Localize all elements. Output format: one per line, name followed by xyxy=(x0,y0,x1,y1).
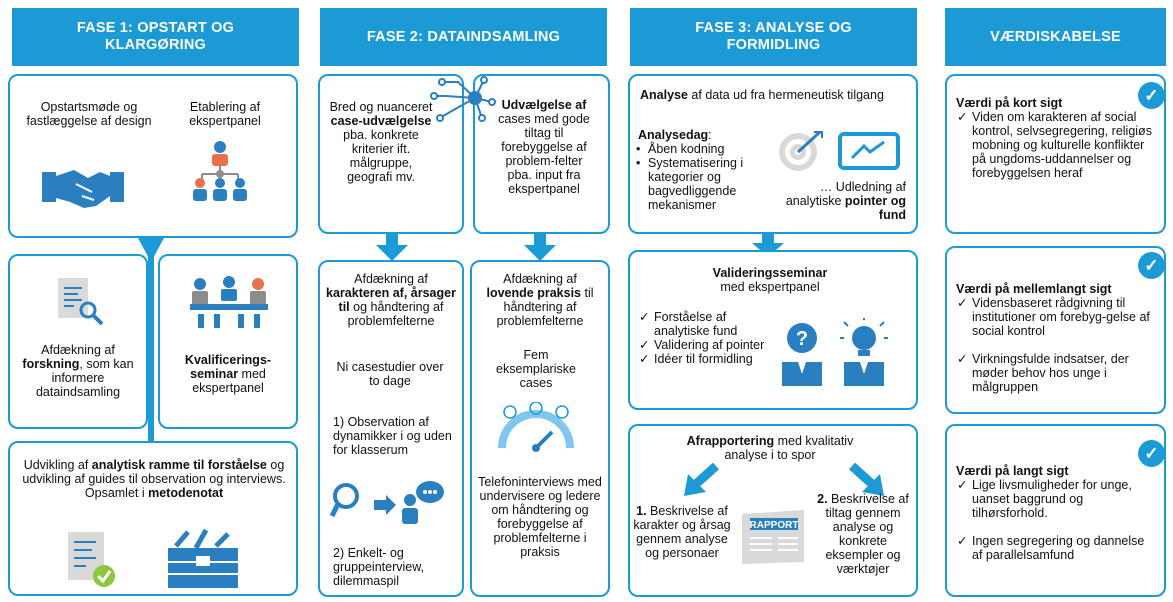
casestudier-text: Ni casestudier over to dage xyxy=(336,360,444,388)
lang-title: Værdi på langt sigt xyxy=(956,464,1069,478)
valid-list: Forståelse af analytiske fund Validering… xyxy=(638,310,778,366)
report-label: RAPPORT xyxy=(750,520,799,531)
handshake-icon xyxy=(42,170,124,208)
arrow-down-icon xyxy=(138,238,164,262)
header-fase2: FASE 2: DATAINDSAMLING xyxy=(320,8,607,66)
fase2-karakter-box xyxy=(318,260,464,597)
toolbox-icon xyxy=(168,528,238,588)
fase1-opstart-box xyxy=(8,74,298,238)
list-item: Systematisering i kategorier og bagvedli… xyxy=(634,156,774,212)
interview-text: 2) Enkelt- og gruppeinterview, dilemmasp… xyxy=(333,546,425,588)
arrow-down-right-icon xyxy=(848,462,884,496)
document-search-icon xyxy=(58,278,104,326)
udvikling-text: Udvikling af analytisk ramme til forståe… xyxy=(22,458,286,500)
list-item: Idéer til formidling xyxy=(638,352,778,366)
fase2-udv-box xyxy=(473,74,610,234)
kort-list: Viden om karakteren af social kontrol, s… xyxy=(956,110,1152,180)
udledning-text: … Udledning af analytiske pointer og fun… xyxy=(785,180,906,222)
arrow-down-left-icon xyxy=(684,462,720,496)
lang-list: Lige livsmuligheder for unge, uanset bag… xyxy=(956,478,1156,562)
list-item: Vidensbaseret rådgivning til institution… xyxy=(956,296,1162,338)
header-fase3: FASE 3: ANALYSE OG FORMIDLING xyxy=(630,8,917,66)
target-icon xyxy=(779,130,823,171)
arrow-down-icon xyxy=(376,234,408,261)
check-circle-icon: ✓ xyxy=(1138,82,1165,109)
fase1-udvikling-box xyxy=(8,441,298,596)
mellem-title: Værdi på mellemlangt sigt xyxy=(956,282,1112,296)
list-item: Viden om karakteren af social kontrol, s… xyxy=(956,110,1152,180)
mellem-list: Vidensbaseret rådgivning til institution… xyxy=(956,296,1162,394)
list-item: Lige livsmuligheder for unge, uanset bag… xyxy=(956,478,1156,520)
etablering-text: Etablering af ekspertpanel xyxy=(189,100,261,128)
list-item: Virkningsfulde indsatser, der møder beho… xyxy=(956,352,1162,394)
list-item: Ingen segregering og dannelse af paralle… xyxy=(956,534,1156,562)
header-vaerdi: VÆRDISKABELSE xyxy=(945,8,1166,66)
observe-dialogue-icon xyxy=(330,481,444,524)
check-circle-icon: ✓ xyxy=(1138,440,1165,467)
report-icon: RAPPORT xyxy=(742,510,804,564)
udvaelgelse-text: Udvælgelse af cases med gode tiltag til … xyxy=(498,98,590,196)
insight-card-icon xyxy=(838,132,900,170)
analyse-text: Analyse af data ud fra hermeneutisk tilg… xyxy=(640,88,884,102)
afrap-text: Afrapportering med kvalitativ analyse i … xyxy=(686,434,854,462)
list-item: Validering af pointer xyxy=(638,338,778,352)
network-hub-icon xyxy=(430,76,496,122)
satisfaction-gauge-icon xyxy=(498,402,574,452)
header-fase1: FASE 1: OPSTART OG KLARGØRING xyxy=(12,8,299,66)
fase2-bred-box xyxy=(318,74,464,234)
forskning-text: Afdækning af forskning, som kan informer… xyxy=(22,343,134,399)
fem-text: Fem eksemplariske cases xyxy=(496,348,576,390)
kval-text: Kvalificerings-seminar med ekspertpanel xyxy=(184,353,272,395)
list-item: Åben kodning xyxy=(634,142,774,156)
analysedag-title: Analysedag: xyxy=(638,128,712,142)
fase3-afrap-box xyxy=(628,424,918,597)
check-circle-icon: ✓ xyxy=(1138,252,1165,279)
question-idea-people-icon: ? xyxy=(782,318,888,386)
arrow-down-icon xyxy=(524,234,556,261)
fase2-praksis-box xyxy=(470,260,610,597)
kort-title: Værdi på kort sigt xyxy=(956,96,1063,110)
telefon-text: Telefoninterviews med undervisere og led… xyxy=(478,475,602,559)
svg-text:?: ? xyxy=(796,328,808,350)
analysedag-list: Åben kodning Systematisering i kategorie… xyxy=(634,142,774,212)
meeting-icon xyxy=(190,276,268,328)
opstart-text: Opstartsmøde og fastlæggelse af design xyxy=(26,100,152,128)
spor1-text: 1. Beskrivelse af karakter og årsag genn… xyxy=(633,504,731,560)
observation-text: 1) Observation af dynamikker i og uden f… xyxy=(333,415,452,457)
org-chart-icon xyxy=(193,141,247,201)
document-check-icon xyxy=(68,532,115,587)
spor2-text: 2. Beskrivelse af tiltag gennem analyse … xyxy=(817,492,909,576)
list-item: Forståelse af analytiske fund xyxy=(638,310,778,338)
